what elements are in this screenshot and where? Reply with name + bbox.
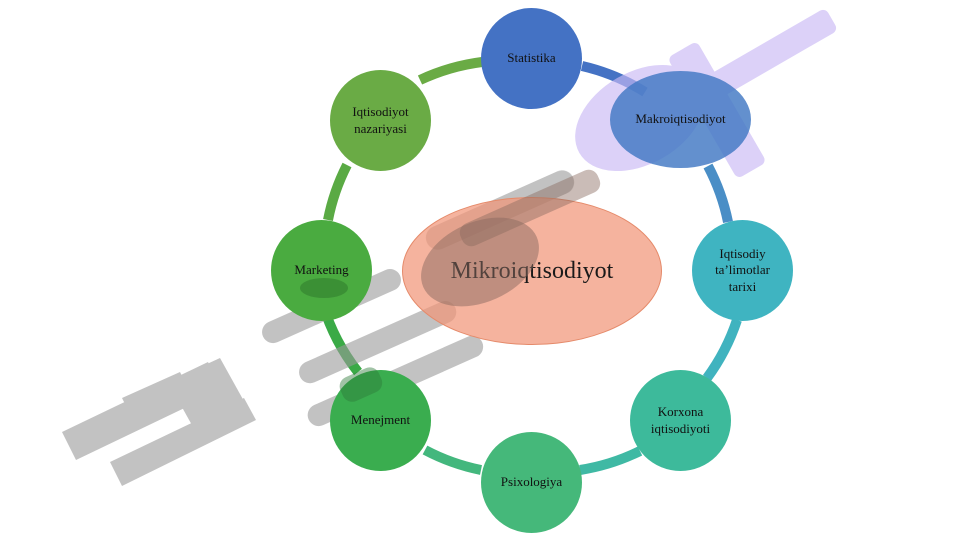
arc-psixologiya-menejment bbox=[422, 445, 483, 475]
node-label: Marketing bbox=[294, 262, 349, 278]
center-label: Mikroiqtisodiyot bbox=[450, 257, 614, 284]
center-topic: Mikroiqtisodiyot bbox=[402, 197, 662, 345]
node-makroiqtisodiyot: Makroiqtisodiyot bbox=[610, 71, 751, 168]
node-label: Iqtisodiy ta’limotlar tarixi bbox=[715, 246, 770, 294]
arc-makro-tarix bbox=[703, 163, 733, 224]
node-iqtisodiyot-nazariyasi: Iqtisodiyot nazariyasi bbox=[330, 70, 431, 171]
arc-tarix-korxona bbox=[702, 318, 742, 381]
node-label: Makroiqtisodiyot bbox=[635, 111, 726, 127]
node-label: Iqtisodiyot nazariyasi bbox=[352, 104, 409, 136]
node-label: Statistika bbox=[507, 50, 556, 66]
arc-nazariya-statistika bbox=[417, 57, 483, 85]
node-menejment: Menejment bbox=[330, 370, 431, 471]
node-korxona-iqtisodiyoti: Korxona iqtisodiyoti bbox=[630, 370, 731, 471]
node-label: Menejment bbox=[350, 412, 411, 428]
node-statistika: Statistika bbox=[481, 8, 582, 109]
node-iqtisodiy-talimotlar: Iqtisodiy ta’limotlar tarixi bbox=[692, 220, 793, 321]
node-marketing: Marketing bbox=[271, 220, 372, 321]
connector-ring bbox=[318, 57, 742, 475]
arc-korxona-psixologiya bbox=[579, 446, 643, 475]
node-psixologiya: Psixologiya bbox=[481, 432, 582, 533]
node-label: Korxona iqtisodiyoti bbox=[650, 404, 711, 436]
arc-marketing-nazariya bbox=[323, 162, 352, 222]
node-label: Psixologiya bbox=[500, 474, 563, 490]
